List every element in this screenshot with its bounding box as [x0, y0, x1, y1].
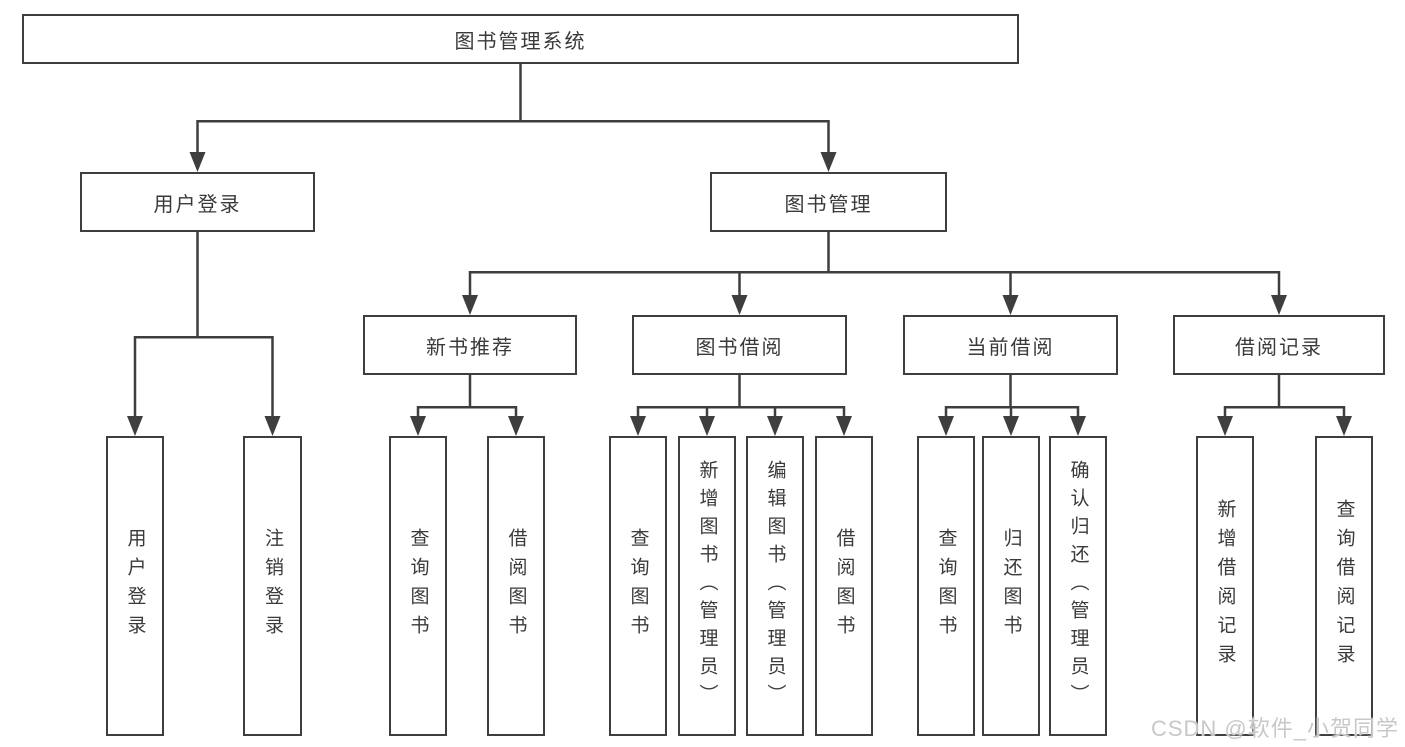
node-label: 图书管理 [784, 193, 873, 216]
leaf-user-login: 用户登录 [106, 436, 164, 736]
node-label: 借阅图书 [833, 528, 855, 644]
leaf-add-borrow-record: 新增借阅记录 [1196, 436, 1254, 736]
node-label: 查询图书 [407, 528, 429, 644]
csdn-watermark: CSDN @软件_小贺同学 [1150, 716, 1399, 741]
node-label: 图书管理系统 [454, 30, 587, 53]
node-label: 用户登录 [124, 528, 146, 644]
leaf-add-books-admin: 新增图书（管理员） [678, 436, 736, 736]
node-label: 图书借阅 [695, 336, 784, 359]
leaf-confirm-return-admin: 确认归还（管理员） [1049, 436, 1107, 736]
node-label: 确认归还（管理员） [1067, 460, 1089, 712]
node-user-login: 用户登录 [80, 172, 315, 232]
node-label: 当前借阅 [966, 336, 1055, 359]
leaf-logout: 注销登录 [243, 436, 302, 736]
leaf-query-books-1: 查询图书 [389, 436, 447, 736]
node-book-management: 图书管理 [710, 172, 947, 232]
leaf-borrow-books-2: 借阅图书 [815, 436, 873, 736]
leaf-return-books: 归还图书 [982, 436, 1040, 736]
node-new-book-recommend: 新书推荐 [363, 315, 577, 375]
node-label: 借阅图书 [505, 528, 527, 644]
leaf-query-books-2: 查询图书 [609, 436, 667, 736]
node-label: 注销登录 [262, 528, 283, 644]
node-label: 查询借阅记录 [1333, 499, 1355, 673]
leaf-query-books-3: 查询图书 [917, 436, 975, 736]
node-label: 用户登录 [153, 193, 242, 216]
node-label: 新增图书（管理员） [696, 460, 718, 712]
node-borrowing-records: 借阅记录 [1173, 315, 1385, 375]
node-current-borrowing: 当前借阅 [903, 315, 1118, 375]
node-label: 编辑图书（管理员） [764, 460, 786, 712]
node-label: 查询图书 [627, 528, 649, 644]
node-label: 归还图书 [1000, 528, 1022, 644]
node-label: 借阅记录 [1235, 336, 1323, 359]
leaf-borrow-books-1: 借阅图书 [487, 436, 545, 736]
leaf-query-borrow-record: 查询借阅记录 [1315, 436, 1373, 736]
node-label: 新书推荐 [426, 336, 514, 359]
node-root-library-system: 图书管理系统 [22, 14, 1019, 64]
node-label: 新增借阅记录 [1214, 499, 1236, 673]
node-label: 查询图书 [935, 528, 957, 644]
leaf-edit-books-admin: 编辑图书（管理员） [746, 436, 804, 736]
node-book-borrowing: 图书借阅 [632, 315, 847, 375]
